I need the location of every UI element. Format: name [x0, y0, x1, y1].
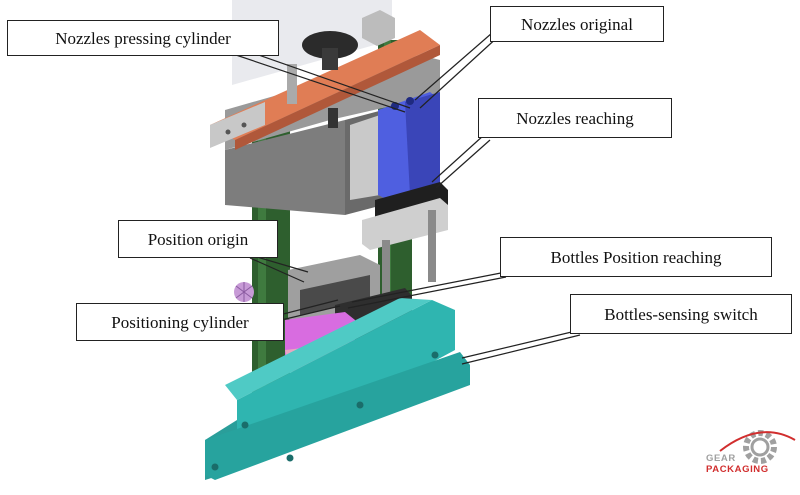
- label-positioning-cylinder: Positioning cylinder: [76, 303, 284, 341]
- leader-bottles-position: [351, 271, 507, 303]
- label-position-origin: Position origin: [118, 220, 278, 258]
- top-clamp-block: [362, 10, 395, 46]
- base-screw: [211, 463, 219, 471]
- adjust-knob: [302, 31, 358, 59]
- gear-ring: [750, 437, 770, 457]
- label-nozzles-original: Nozzles original: [490, 6, 664, 42]
- logo-word-packaging: PACKAGING: [706, 464, 769, 475]
- frame-inner-panel: [350, 115, 380, 200]
- top-post: [287, 64, 297, 104]
- brand-logo: GEAR PACKAGING: [706, 453, 800, 475]
- guide-rod: [382, 240, 390, 310]
- top-plate-edge: [235, 45, 440, 150]
- leader-sensing-switch-2: [461, 334, 581, 365]
- knob-stem: [322, 48, 338, 70]
- callout-leaders: [229, 32, 581, 365]
- base-screw: [286, 454, 294, 462]
- label-bottles-position-reaching: Bottles Position reaching: [500, 237, 772, 277]
- guide-rod: [428, 210, 436, 282]
- leader-nozzles-original-2: [419, 34, 501, 109]
- base-top: [225, 298, 432, 400]
- logo-swoosh: [719, 431, 796, 452]
- top-post-dark: [328, 108, 338, 128]
- bracket-hole: [225, 129, 231, 135]
- gear-logo-icon: [719, 430, 796, 464]
- bracket-hole: [241, 122, 247, 128]
- base-screw: [431, 351, 439, 359]
- top-bracket: [210, 102, 265, 148]
- leader-sensing-switch: [461, 329, 581, 359]
- left-column-highlight: [258, 120, 266, 420]
- leader-nozzles-original: [414, 32, 493, 101]
- leader-nozzles-pressing-2: [235, 54, 406, 113]
- label-nozzles-reaching: Nozzles reaching: [478, 98, 672, 138]
- base-screw: [356, 401, 364, 409]
- leader-position-origin-2: [249, 257, 305, 283]
- label-nozzles-pressing-cylinder: Nozzles pressing cylinder: [7, 20, 279, 56]
- base-plate: [205, 352, 470, 480]
- leader-nozzles-reaching: [431, 134, 485, 183]
- nozzle-cylinder-side: [405, 92, 440, 195]
- cylinder-port: [406, 97, 414, 105]
- leader-bottles-position-2: [347, 276, 507, 309]
- logo-word-gear: GEAR: [706, 453, 736, 464]
- nozzle-carriage: [362, 198, 448, 250]
- leader-nozzles-reaching-2: [435, 139, 491, 189]
- ball-pattern: [235, 282, 253, 302]
- label-bottles-sensing-switch: Bottles-sensing switch: [570, 294, 792, 334]
- base-screw: [241, 421, 249, 429]
- upper-frame-front: [225, 120, 345, 215]
